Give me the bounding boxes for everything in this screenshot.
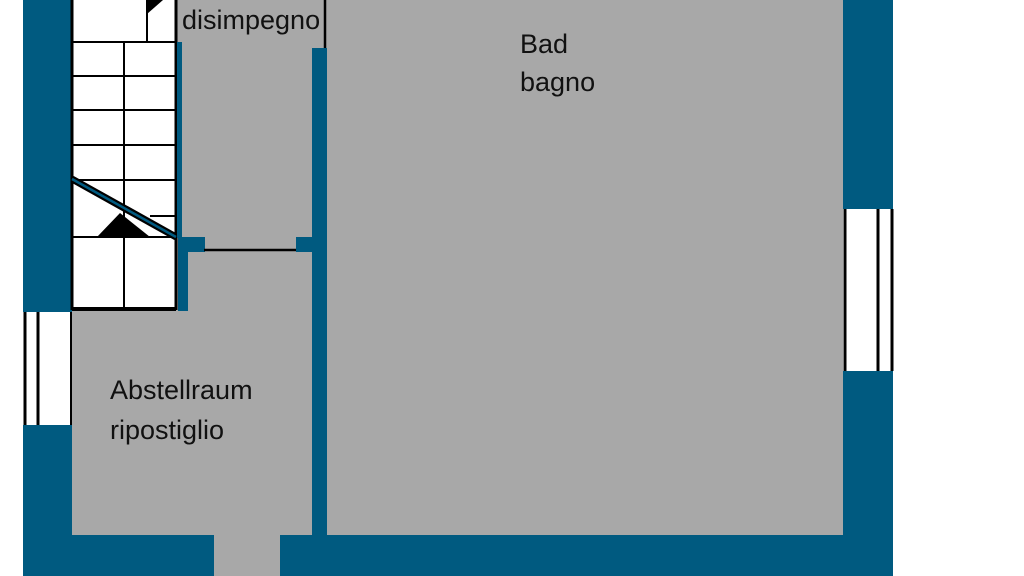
right-wall-upper	[843, 0, 893, 209]
bathroom-label-de: Bad	[520, 29, 569, 59]
right-window	[843, 209, 894, 371]
storage-left-wall	[178, 237, 188, 311]
right-wall-lower	[843, 371, 893, 576]
left-window	[23, 312, 72, 425]
storage-label-it: ripostiglio	[110, 415, 225, 445]
bathroom-wall	[312, 48, 327, 535]
stair-arrow-top-icon	[147, 0, 163, 14]
stair-arrow-icon	[97, 213, 150, 237]
bottom-door-opening	[214, 535, 280, 576]
door-jamb-right	[296, 237, 314, 252]
door-jamb-left	[178, 237, 205, 252]
hallway-label: disimpegno	[182, 5, 321, 35]
staircase	[70, 0, 178, 311]
bottom-wall-right	[280, 535, 893, 576]
hallway-left-wall	[177, 42, 182, 238]
left-wall-upper	[23, 0, 72, 312]
bottom-wall-left	[23, 535, 214, 576]
bathroom-label-it: bagno	[520, 67, 596, 97]
storage-label-de: Abstellraum	[110, 375, 253, 405]
floor-area	[72, 0, 843, 535]
